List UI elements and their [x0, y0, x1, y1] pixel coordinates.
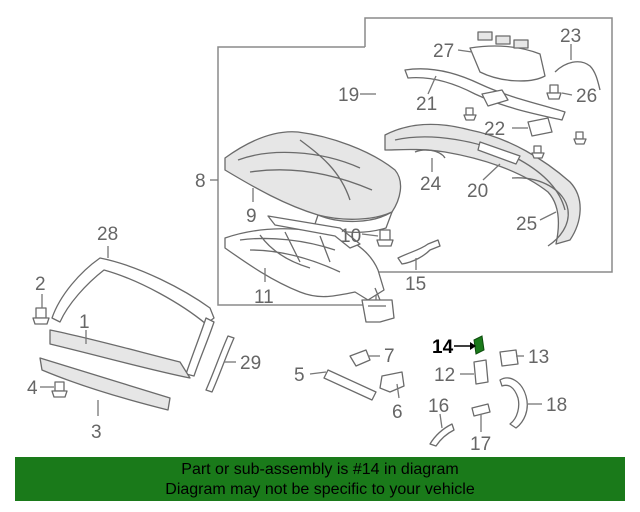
callout-1: 1 [79, 312, 90, 333]
bracket-13 [499, 349, 519, 367]
callout-8: 8 [195, 171, 206, 192]
rail-3 [39, 357, 171, 411]
callout-7: 7 [384, 346, 395, 367]
leader-26 [561, 92, 573, 96]
clip-17 [471, 403, 491, 417]
callout-22: 22 [484, 119, 505, 140]
leader-25 [539, 211, 557, 221]
seal-18 [499, 377, 528, 429]
leader-16 [439, 413, 443, 429]
callout-26: 26 [576, 86, 597, 107]
leader-20 [482, 163, 501, 181]
callout-10: 10 [340, 226, 361, 247]
bracket-12 [473, 359, 489, 385]
callout-20: 20 [467, 181, 488, 202]
bolt-4 [51, 381, 68, 398]
callout-19: 19 [338, 85, 359, 106]
bracket-center [481, 89, 509, 107]
cable-25 [511, 177, 569, 247]
callout-15: 15 [405, 274, 426, 295]
callout-4: 4 [27, 378, 38, 399]
banner-line-2: Diagram may not be specific to your vehi… [165, 481, 475, 498]
callout-11: 11 [254, 287, 274, 308]
callout-24: 24 [420, 174, 442, 195]
banner-line-1: Part or sub-assembly is #14 in diagram [181, 461, 459, 478]
bracket-6 [379, 371, 405, 393]
top-frame [224, 215, 395, 323]
cable-24 [414, 149, 446, 159]
bolt-small [463, 107, 587, 159]
cable-23 [554, 61, 601, 91]
callout-2: 2 [35, 274, 46, 295]
callout-28: 28 [97, 224, 118, 245]
bolt-26 [546, 84, 562, 100]
leader-10 [361, 233, 379, 237]
leader-27 [457, 49, 473, 53]
group-box-8 [217, 46, 366, 306]
leader-5 [309, 371, 327, 375]
callout-12: 12 [434, 365, 455, 386]
callout-23: 23 [560, 26, 581, 47]
callout-21: 21 [416, 94, 437, 115]
bar-5 [323, 369, 377, 401]
arrow-14 [470, 342, 476, 350]
callout-3: 3 [91, 422, 102, 443]
callout-25: 25 [516, 214, 537, 235]
strip-29 [205, 335, 235, 393]
leader-21 [427, 75, 437, 95]
header-1 [49, 329, 191, 379]
callout-6: 6 [392, 402, 403, 423]
bracket-22 [527, 117, 553, 137]
callout-13: 13 [528, 347, 549, 368]
info-banner: Part or sub-assembly is #14 in diagram D… [15, 457, 625, 501]
callout-29: 29 [240, 353, 261, 374]
strip-16 [429, 423, 455, 447]
callout-27: 27 [433, 41, 454, 62]
panel-27 [469, 31, 546, 82]
leader-6 [396, 383, 400, 399]
callout-16: 16 [428, 396, 449, 417]
bracket-15 [397, 239, 441, 265]
windshield-frame [51, 257, 215, 377]
bolt-2 [32, 307, 50, 325]
callout-9: 9 [246, 206, 257, 227]
callout-18: 18 [546, 395, 567, 416]
bolt-10 [376, 229, 394, 247]
clip-14-highlighted [473, 335, 485, 355]
callout-14: 14 [432, 337, 454, 358]
bracket-7 [349, 349, 371, 367]
callout-5: 5 [294, 365, 305, 386]
callout-17: 17 [470, 434, 491, 455]
